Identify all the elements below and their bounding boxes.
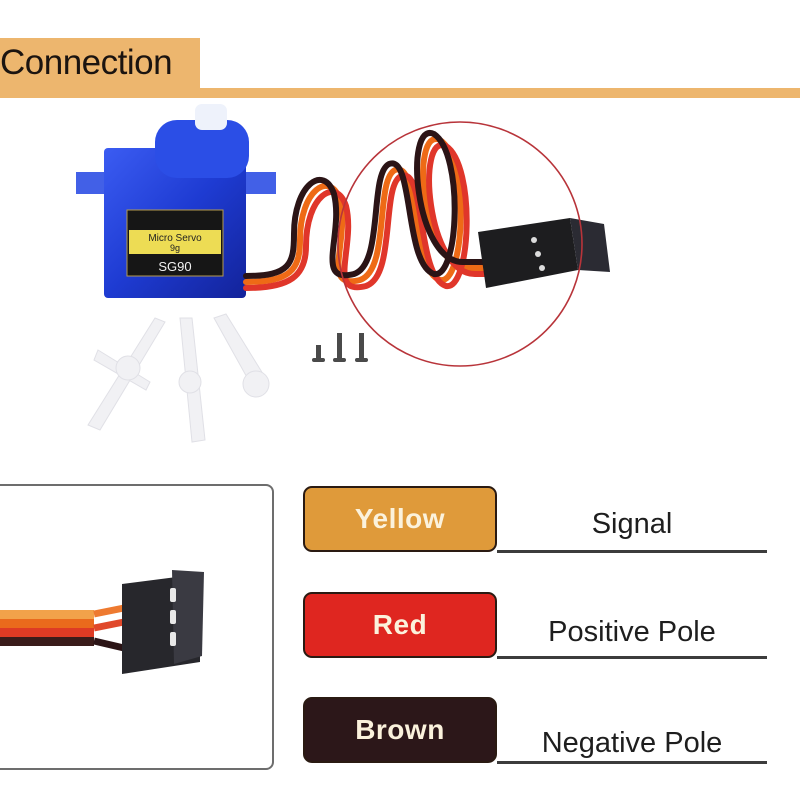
servo-connector xyxy=(478,218,610,288)
legend-row-brown: Brown Negative Pole xyxy=(303,697,773,769)
servo-wires xyxy=(243,129,493,291)
legend-underline xyxy=(497,550,767,553)
connector-closeup-panel xyxy=(0,484,274,770)
servo-horns xyxy=(87,313,270,443)
legend-underline xyxy=(497,761,767,764)
legend-row-red: Red Positive Pole xyxy=(303,592,773,664)
page-title: Connection xyxy=(0,43,173,82)
svg-text:SG90: SG90 xyxy=(158,259,191,274)
servo-motor: Micro Servo 9g SG90 xyxy=(76,104,276,298)
svg-text:9g: 9g xyxy=(170,243,180,253)
legend-underline xyxy=(497,656,767,659)
legend-row-yellow: Yellow Signal xyxy=(303,486,773,558)
swatch-red: Red xyxy=(303,592,497,658)
header-tab xyxy=(0,38,200,88)
legend-function-negative: Negative Pole xyxy=(541,727,723,759)
servo-illustration: Micro Servo 9g SG90 xyxy=(76,104,610,443)
screws xyxy=(312,333,368,362)
highlight-circle xyxy=(337,121,583,367)
header-rule xyxy=(0,88,800,98)
legend-function-positive: Positive Pole xyxy=(548,616,716,648)
legend-function-signal: Signal xyxy=(591,508,673,540)
svg-text:Micro Servo: Micro Servo xyxy=(148,233,202,244)
swatch-yellow: Yellow xyxy=(303,486,497,552)
swatch-brown: Brown xyxy=(303,697,497,763)
connector-closeup-illustration xyxy=(0,570,204,674)
